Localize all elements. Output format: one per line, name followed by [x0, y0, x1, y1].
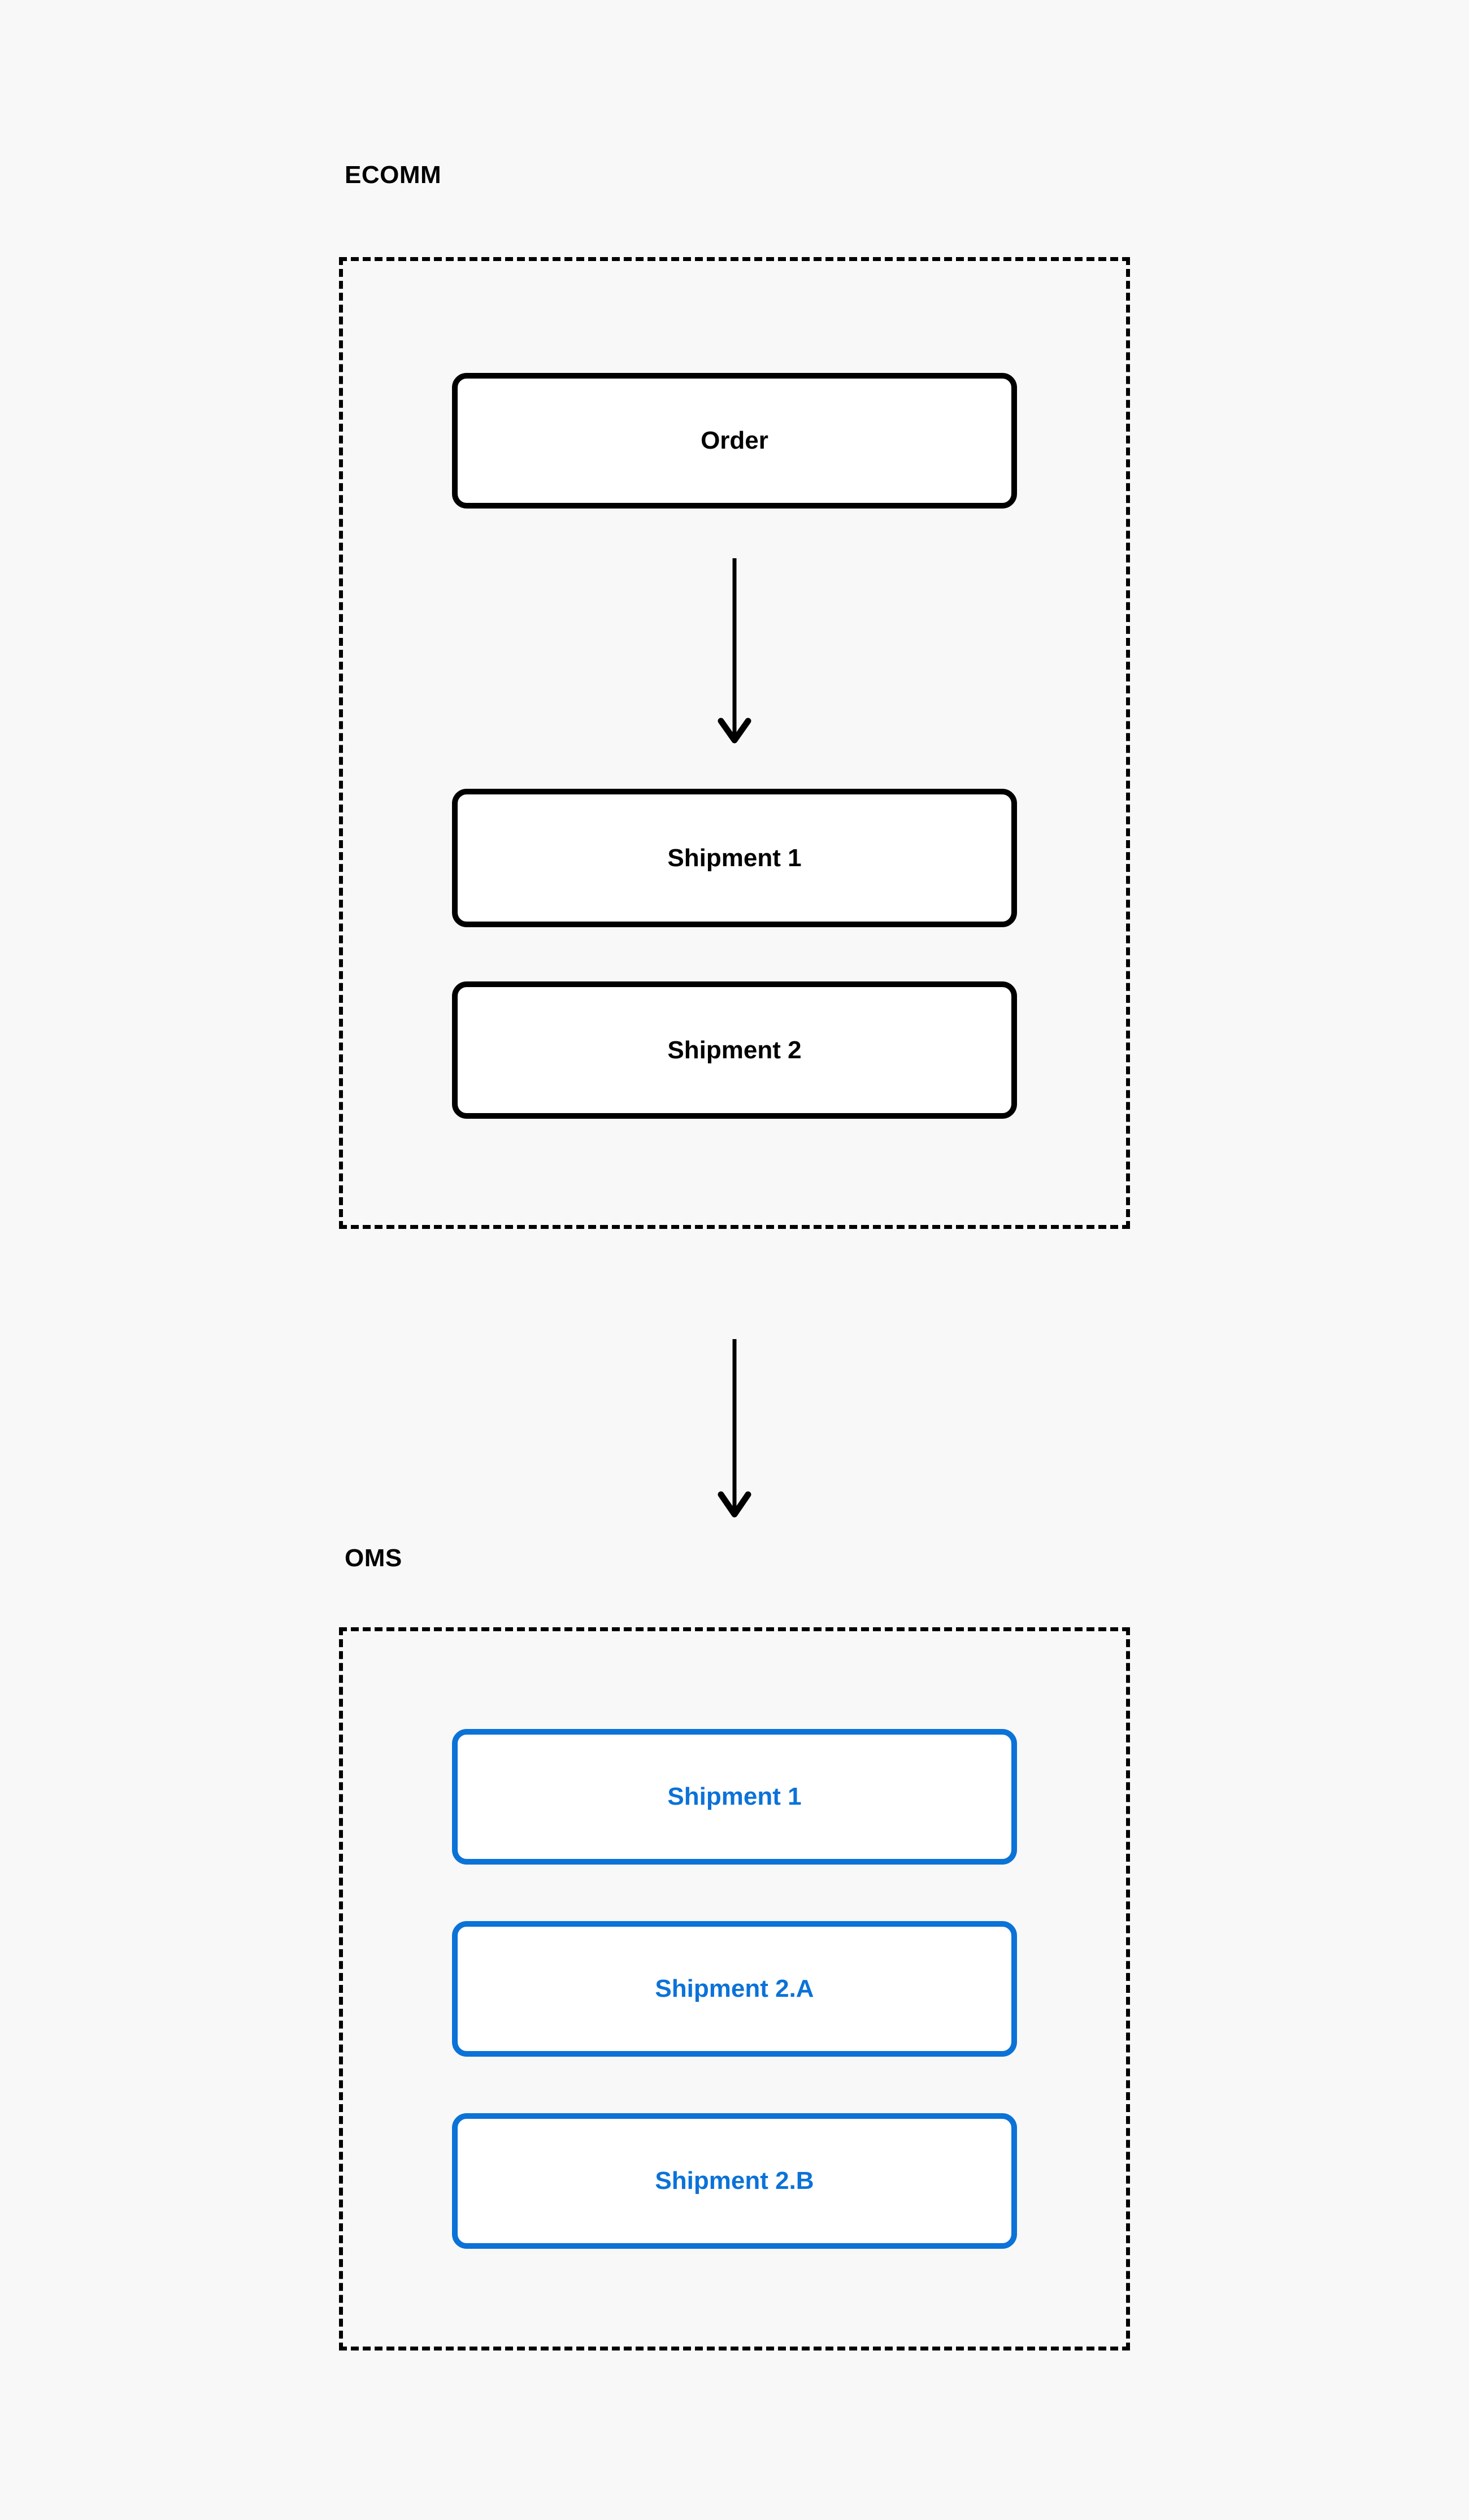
group-container-oms: [339, 1627, 1130, 2350]
node-oms-shipment-2a-label: Shipment 2.A: [655, 1975, 814, 2002]
node-oms-shipment-2b[interactable]: Shipment 2.B: [452, 2113, 1017, 2249]
group-label-ecomm: ECOMM: [345, 161, 442, 189]
node-oms-shipment-1[interactable]: Shipment 1: [452, 1729, 1017, 1865]
node-ecomm-shipment-2-label: Shipment 2: [667, 1036, 802, 1064]
arrow-order-to-shipment-1: [716, 558, 753, 745]
node-oms-shipment-2a[interactable]: Shipment 2.A: [452, 1921, 1017, 2057]
node-order[interactable]: Order: [452, 373, 1017, 509]
group-container-ecomm: [339, 257, 1130, 1229]
node-ecomm-shipment-1[interactable]: Shipment 1: [452, 789, 1017, 927]
node-order-label: Order: [701, 427, 768, 454]
node-ecomm-shipment-2[interactable]: Shipment 2: [452, 981, 1017, 1119]
node-oms-shipment-1-label: Shipment 1: [667, 1783, 802, 1810]
node-oms-shipment-2b-label: Shipment 2.B: [655, 2167, 814, 2195]
arrow-ecomm-to-oms: [716, 1339, 753, 1520]
group-label-oms: OMS: [345, 1544, 402, 1572]
node-ecomm-shipment-1-label: Shipment 1: [667, 844, 802, 872]
